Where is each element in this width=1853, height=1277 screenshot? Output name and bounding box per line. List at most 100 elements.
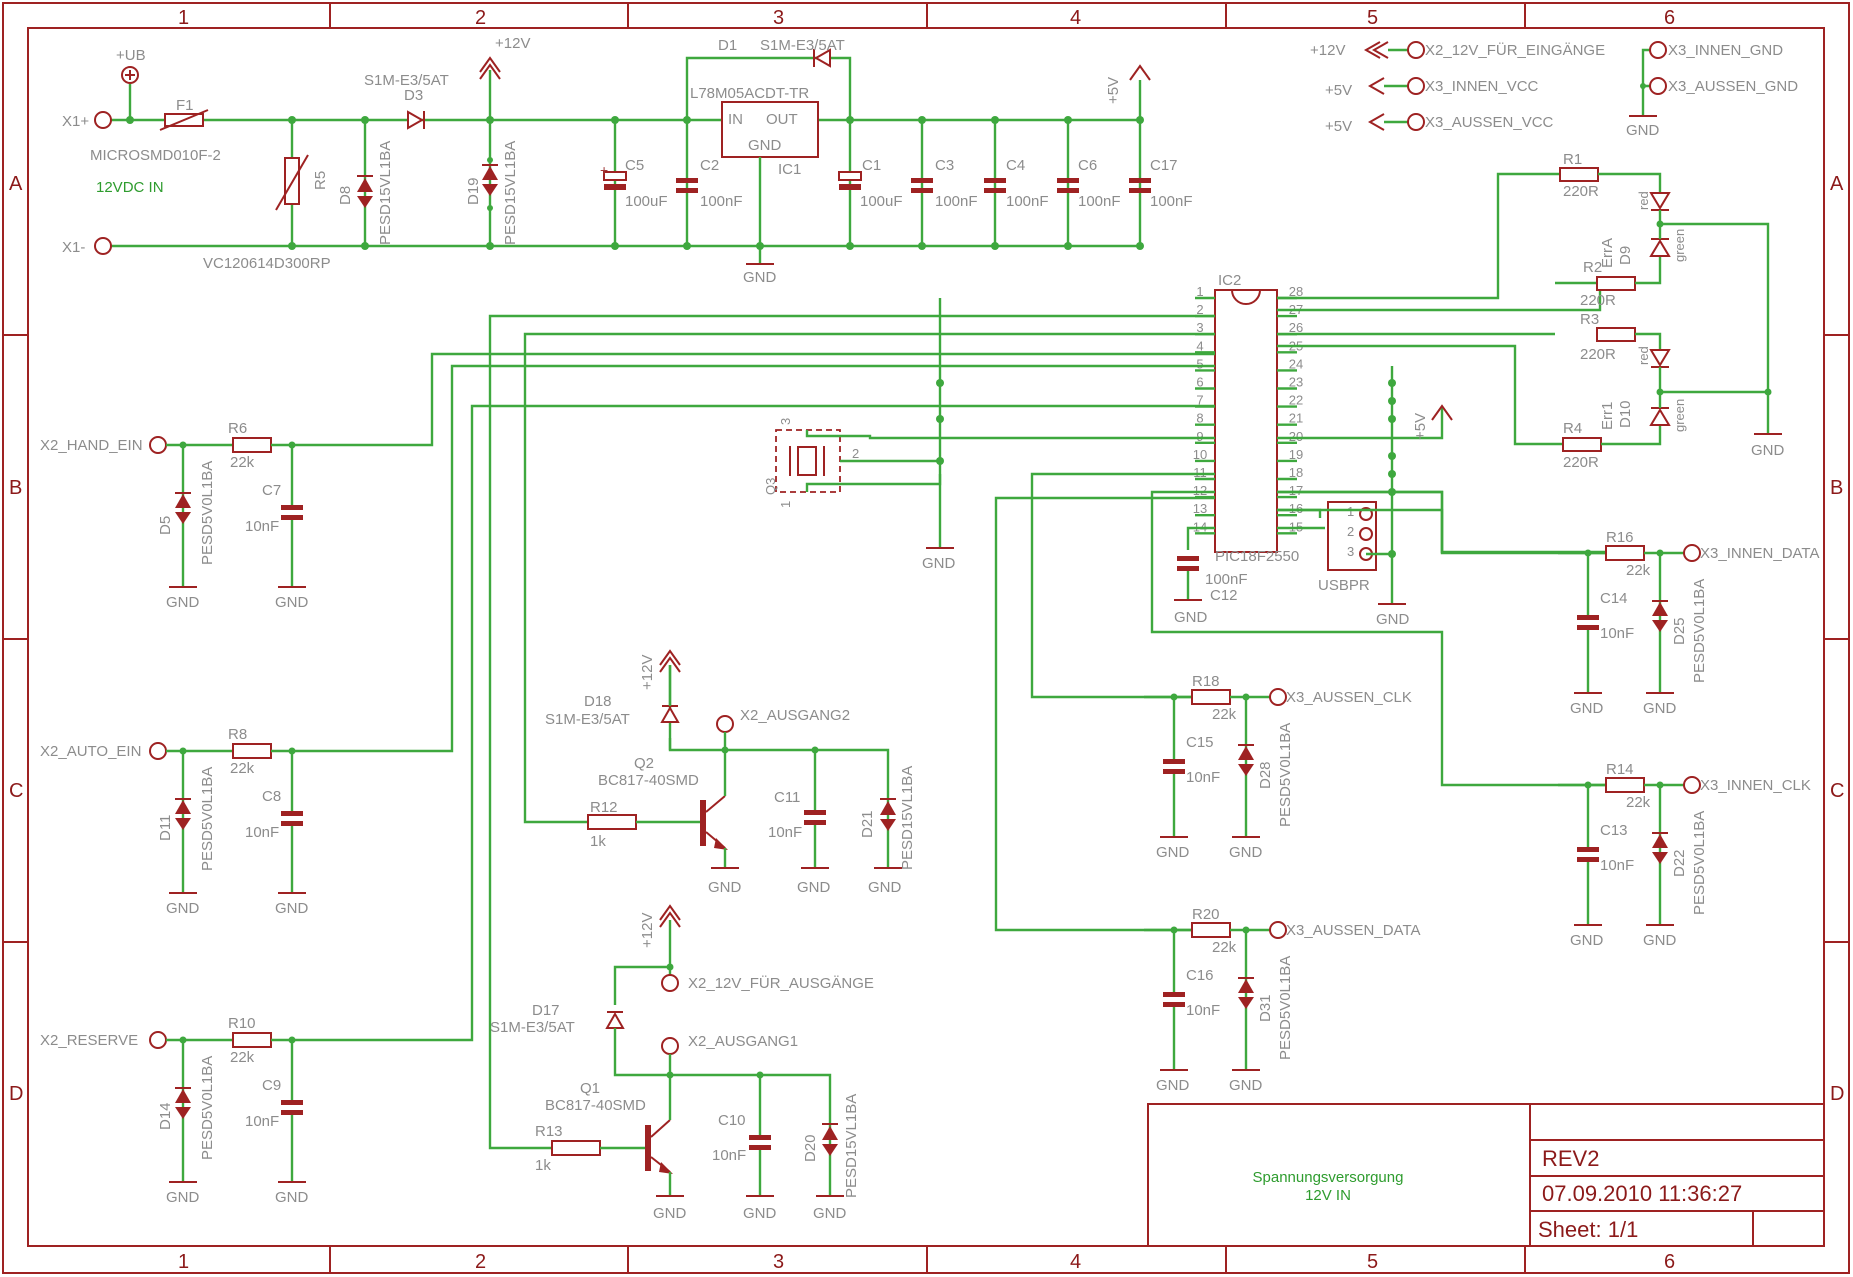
q3-pin: 2 xyxy=(852,446,859,461)
grid-row-label: A xyxy=(1830,173,1844,195)
ic2-pin-number: 3 xyxy=(1196,320,1203,335)
c4-value: 100nF xyxy=(1006,193,1049,210)
usbpr-pin: 3 xyxy=(1347,544,1354,559)
diode-name: D14 xyxy=(157,1102,174,1130)
reg-in: IN xyxy=(728,111,743,128)
c17-name: C17 xyxy=(1150,157,1178,174)
ic2-pin-number: 28 xyxy=(1289,284,1303,299)
capacitor-value: 10nF xyxy=(1600,625,1634,642)
x1-minus-label: X1- xyxy=(62,239,85,256)
d10-value: Err1 xyxy=(1599,402,1616,430)
datetime-label: 07.09.2010 11:36:27 xyxy=(1542,1181,1742,1206)
gnd-label: GND xyxy=(275,1189,309,1206)
ic2-pin-number: 18 xyxy=(1289,465,1303,480)
gnd-label: GND xyxy=(275,594,309,611)
q2-value: BC817-40SMD xyxy=(598,772,699,789)
gnd-label: GND xyxy=(922,555,956,572)
bus-connector-label: X3_INNEN_DATA xyxy=(1700,545,1819,562)
f1-name: F1 xyxy=(176,97,194,114)
led-color-label: green xyxy=(1672,229,1687,262)
ic2-pin-number: 8 xyxy=(1196,411,1203,426)
led-color-label: red xyxy=(1636,191,1651,210)
grid-row-label: B xyxy=(9,477,22,499)
diode-value: PESD5V0L1BA xyxy=(1691,579,1708,683)
r1-name: R1 xyxy=(1563,151,1582,168)
grid-col-label: 5 xyxy=(1367,1251,1378,1273)
reg-out: OUT xyxy=(766,111,798,128)
input-pad xyxy=(149,742,167,760)
grid-col-label: 5 xyxy=(1367,7,1378,29)
p12v-label: +12V xyxy=(639,655,656,690)
c1-name: C1 xyxy=(862,157,881,174)
gnd-label: GND xyxy=(708,879,742,896)
bus-pad xyxy=(1269,921,1287,939)
grid-col-label: 3 xyxy=(773,1251,784,1273)
capacitor-value: 10nF xyxy=(1600,857,1634,874)
input-connector-label: X2_RESERVE xyxy=(40,1032,138,1049)
ic2-pin-number: 12 xyxy=(1193,483,1207,498)
resistor-value: 22k xyxy=(1626,562,1651,579)
c5-value: 100uF xyxy=(625,193,668,210)
bus-connector-label: X3_INNEN_CLK xyxy=(1700,777,1811,794)
grid-col-label: 4 xyxy=(1070,1251,1081,1273)
capacitor-name: C14 xyxy=(1600,590,1628,607)
grid-col-label: 4 xyxy=(1070,7,1081,29)
diode-name: D5 xyxy=(157,516,174,535)
c1-value: 100uF xyxy=(860,193,903,210)
gnd-label: GND xyxy=(1229,844,1263,861)
gnd-label: GND xyxy=(1570,932,1604,949)
bus-connector-label: X3_AUSSEN_DATA xyxy=(1286,922,1421,939)
capacitor-value: 10nF xyxy=(245,1113,279,1130)
p5v-label: +5V xyxy=(1412,413,1429,440)
ic2-pin-number: 10 xyxy=(1193,447,1207,462)
sheet-label: Sheet: 1/1 xyxy=(1538,1217,1638,1242)
input-connector-label: X2_HAND_EIN xyxy=(40,437,143,454)
revision-label: REV2 xyxy=(1542,1146,1599,1171)
x3-aussen-gnd-label: X3_AUSSEN_GND xyxy=(1668,78,1798,95)
d17-name: D17 xyxy=(532,1002,560,1019)
gnd-label: GND xyxy=(1156,844,1190,861)
gnd-label: GND xyxy=(743,269,777,286)
supply-labels: +12V X2_12V_FÜR_EINGÄNGE +5V X3_INNEN_VC… xyxy=(1310,41,1798,139)
capacitor-name: C16 xyxy=(1186,967,1214,984)
c11-value: 10nF xyxy=(768,824,802,841)
d20-name: D20 xyxy=(802,1134,819,1162)
d1-value: S1M-E3/5AT xyxy=(760,37,845,54)
ic2-pin-number: 6 xyxy=(1196,375,1203,390)
r3-value: 220R xyxy=(1580,346,1616,363)
d19-value: PESD15VL1BA xyxy=(502,141,519,245)
capacitor-name: C15 xyxy=(1186,734,1214,751)
c10-name: C10 xyxy=(718,1112,746,1129)
gnd-label: GND xyxy=(868,879,902,896)
reg-gnd: GND xyxy=(748,137,782,154)
x3-innen-gnd-label: X3_INNEN_GND xyxy=(1668,42,1783,59)
c2-name: C2 xyxy=(700,157,719,174)
x3-innen-vcc-label: X3_INNEN_VCC xyxy=(1425,78,1539,95)
led-color-label: green xyxy=(1672,399,1687,432)
diode-name: D22 xyxy=(1671,849,1688,877)
ic2-pin-number: 16 xyxy=(1289,501,1303,516)
resistor-name: R10 xyxy=(228,1015,256,1032)
d18-value: S1M-E3/5AT xyxy=(545,711,630,728)
gnd-label: GND xyxy=(743,1205,777,1222)
gnd-label: GND xyxy=(275,900,309,917)
r4-value: 220R xyxy=(1563,454,1599,471)
x1-plus-label: X1+ xyxy=(62,113,89,130)
p12v-label: +12V xyxy=(639,913,656,948)
capacitor-value: 10nF xyxy=(1186,769,1220,786)
d8-value: PESD15VL1BA xyxy=(377,141,394,245)
p12v-label: +12V xyxy=(1310,42,1345,59)
resistor-value: 22k xyxy=(1212,706,1237,723)
grid-row-label: D xyxy=(9,1083,23,1105)
input-pad xyxy=(149,436,167,454)
capacitor-value: 10nF xyxy=(1186,1002,1220,1019)
grid-col-label: 2 xyxy=(475,1251,486,1273)
ic2-pin-number: 23 xyxy=(1289,375,1303,390)
r2-name: R2 xyxy=(1583,259,1602,276)
gnd-label: GND xyxy=(1626,122,1660,139)
